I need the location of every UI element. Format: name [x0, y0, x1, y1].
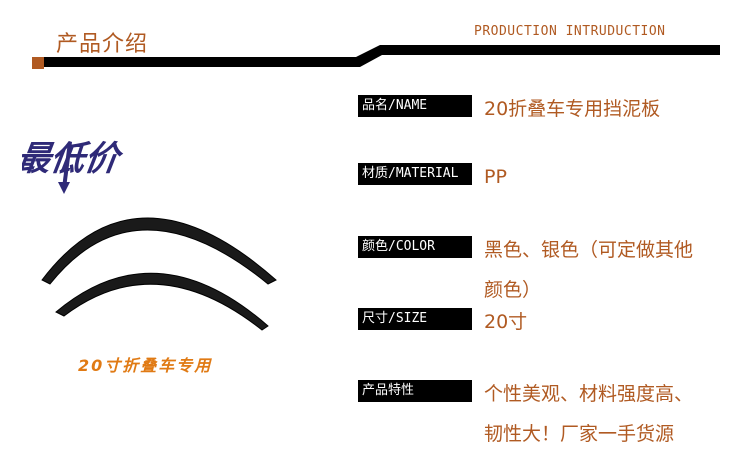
lowest-price-badge: 最低价	[22, 139, 126, 194]
spec-value: 个性美观、材料强度高、 韧性大！厂家一手货源	[484, 383, 694, 445]
spec-value: 20折叠车专用挡泥板	[484, 98, 661, 120]
spec-label: 颜色/COLOR	[358, 236, 472, 258]
spec-label: 产品特性	[358, 380, 472, 402]
header-rule-line	[44, 45, 720, 67]
header-accent-block	[32, 57, 44, 69]
fender-small-arc	[55, 272, 269, 331]
spec-label: 尺寸/SIZE	[358, 308, 472, 330]
down-arrow-icon	[58, 182, 70, 194]
page-subtitle: PRODUCTION INTRUDUCTION	[474, 24, 666, 39]
spec-label: 材质/MATERIAL	[358, 163, 472, 185]
spec-label: 品名/NAME	[358, 95, 472, 117]
fender-large-arc	[41, 217, 277, 285]
page-title: 产品介绍	[56, 32, 149, 57]
fender-caption: 20寸折叠车专用	[78, 356, 213, 375]
fender-product-image	[41, 217, 277, 331]
header-divider	[32, 45, 720, 69]
lowest-price-text: 最低价	[22, 139, 126, 179]
spec-value: PP	[484, 166, 507, 188]
spec-value: 黑色、银色（可定做其他 颜色）	[484, 239, 694, 301]
spec-value: 20寸	[484, 311, 528, 333]
